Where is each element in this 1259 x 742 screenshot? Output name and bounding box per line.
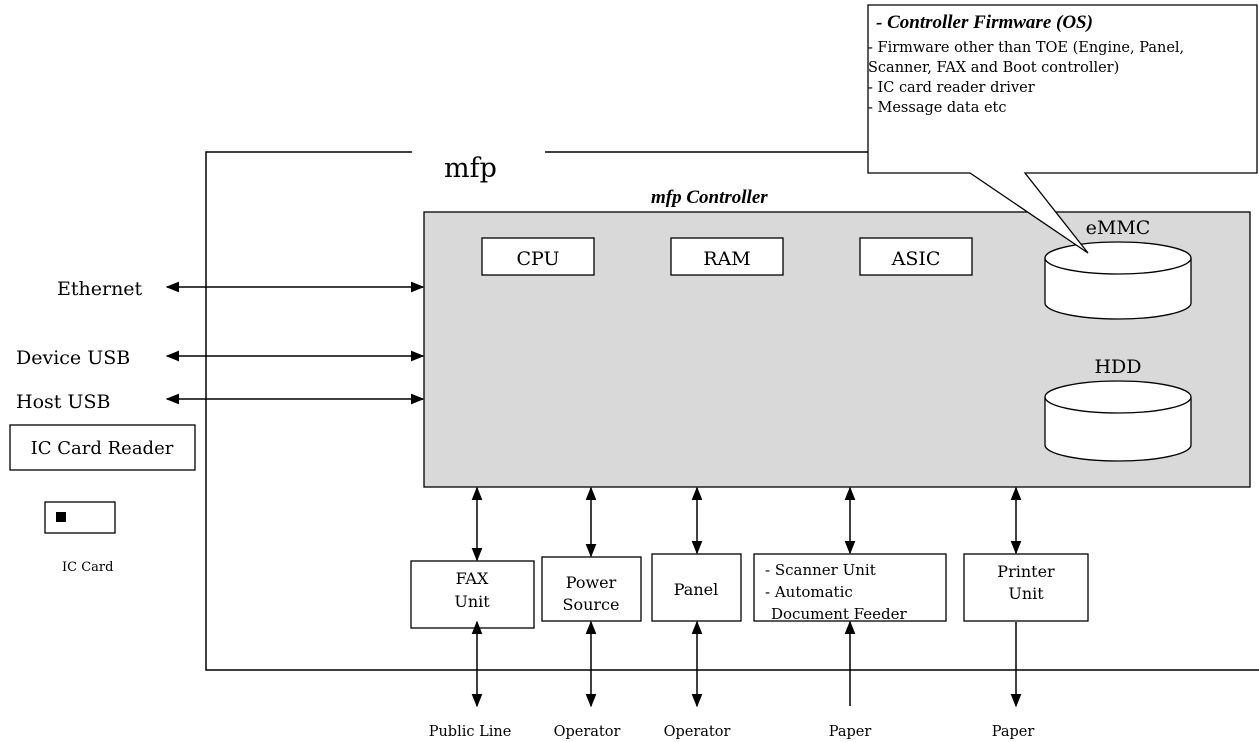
printer-unit-label-1: Printer <box>997 562 1055 581</box>
power-source-label-1: Power <box>566 573 617 592</box>
fax-unit-label-1: FAX <box>456 569 489 588</box>
scanner-unit-box <box>753 553 947 622</box>
host-usb-label: Host USB <box>16 391 110 413</box>
ethernet-label: Ethernet <box>57 278 143 300</box>
ic-card-reader-label: IC Card Reader <box>31 438 174 459</box>
scanner-unit-label-3: Document Feeder <box>771 605 907 623</box>
printer-unit-label-2: Unit <box>1008 584 1044 603</box>
ic-card-box <box>44 501 116 534</box>
callout-line-1: - Firmware other than TOE (Engine, Panel… <box>868 40 1184 56</box>
emmc-cylinder <box>1044 241 1192 320</box>
fax-unit-label-2: Unit <box>454 592 490 611</box>
callout-line-4: - Message data etc <box>868 100 1006 116</box>
panel-label: Panel <box>674 580 718 599</box>
paper-in-label: Paper <box>829 724 872 740</box>
callout-line-3: - IC card reader driver <box>868 80 1035 96</box>
callout-title: - Controller Firmware (OS) <box>876 12 1093 33</box>
ic-card-reader-box <box>9 424 196 471</box>
cpu-label: CPU <box>516 248 559 270</box>
cpu-box <box>481 237 595 276</box>
scanner-unit-label-2: - Automatic <box>765 583 853 601</box>
mfp-label: mfp <box>444 153 497 184</box>
scanner-unit-label-1: - Scanner Unit <box>765 561 876 579</box>
paper-out-label: Paper <box>992 724 1035 740</box>
printer-unit-box <box>963 553 1089 622</box>
hdd-cylinder <box>1044 380 1192 462</box>
asic-box <box>859 237 973 276</box>
public-line-label: Public Line <box>429 724 512 740</box>
power-source-label-2: Source <box>563 595 620 614</box>
operator-panel-label: Operator <box>664 724 731 740</box>
device-usb-label: Device USB <box>16 347 130 369</box>
mfp-controller-title: mfp Controller <box>651 187 768 208</box>
mfp-boundary <box>205 151 1259 671</box>
hdd-label: HDD <box>1094 356 1141 378</box>
callout-line-2: Scanner, FAX and Boot controller) <box>868 60 1119 76</box>
ic-card-label: IC Card <box>62 560 113 575</box>
emmc-label: eMMC <box>1086 217 1151 239</box>
callout-balloon <box>867 4 1258 254</box>
ic-card-chip <box>56 512 66 522</box>
ram-box <box>670 237 784 276</box>
ram-label: RAM <box>703 248 750 270</box>
power-source-box <box>541 556 642 622</box>
panel-box <box>651 553 742 622</box>
operator-power-label: Operator <box>554 724 621 740</box>
asic-label: ASIC <box>891 248 941 270</box>
